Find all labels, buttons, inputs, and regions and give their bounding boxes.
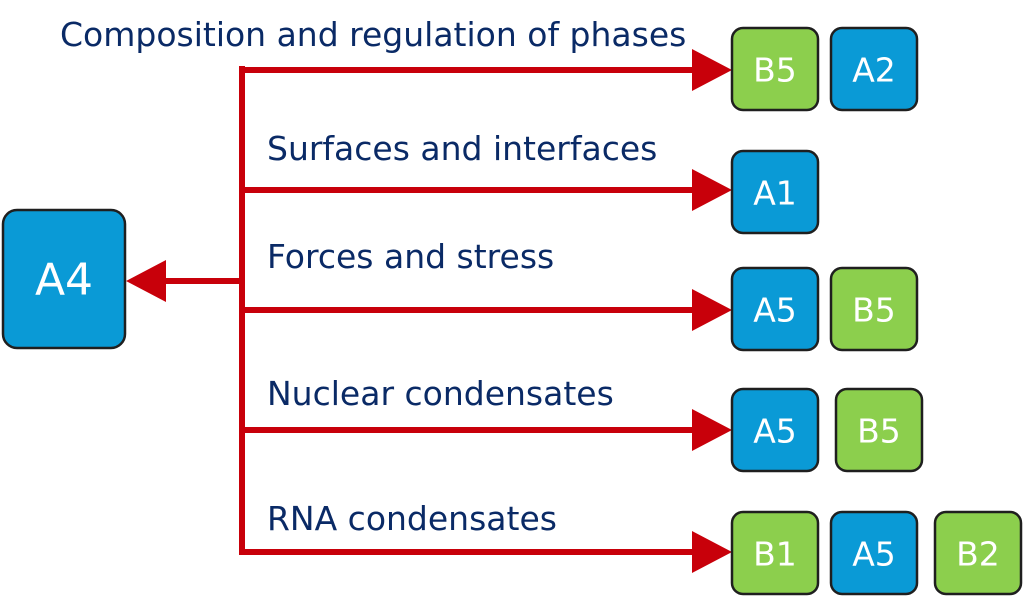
category-box: B5	[730, 26, 820, 112]
category-box: A5	[829, 510, 919, 596]
hub-node-box	[1, 208, 127, 350]
category-box-rect	[730, 26, 820, 112]
category-box: A5	[730, 266, 820, 352]
category-box-rect	[730, 510, 820, 596]
category-box-rect	[834, 387, 924, 473]
hub-node: A4	[1, 208, 127, 350]
category-box: B5	[834, 387, 924, 473]
category-box: B2	[933, 510, 1023, 596]
row-label: Nuclear condensates	[267, 374, 614, 413]
row-arrowhead	[692, 49, 732, 91]
category-box: A5	[730, 387, 820, 473]
row-label: Composition and regulation of phases	[60, 15, 686, 54]
category-box-rect	[730, 387, 820, 473]
category-box-rect	[829, 510, 919, 596]
category-box-label: B5	[852, 291, 896, 330]
row-arrowhead	[692, 409, 732, 451]
category-box-rect	[933, 510, 1023, 596]
category-box-label: A1	[753, 174, 797, 213]
row-arrowhead	[692, 289, 732, 331]
category-box-label: B2	[956, 535, 1000, 574]
category-box-label: B5	[857, 412, 901, 451]
category-box-label: A2	[852, 51, 896, 90]
category-box-label: B5	[753, 51, 797, 90]
row-arrowhead	[692, 169, 732, 211]
category-box: B1	[730, 510, 820, 596]
category-box-rect	[829, 266, 919, 352]
category-box-label: A5	[852, 535, 896, 574]
category-box-rect	[730, 149, 820, 235]
category-box-rect	[829, 26, 919, 112]
category-box: B5	[829, 266, 919, 352]
category-box-label: A5	[753, 291, 797, 330]
hub-arrowhead	[126, 260, 166, 302]
category-box: A1	[730, 149, 820, 235]
row-label: Surfaces and interfaces	[267, 129, 657, 168]
category-box-rect	[730, 266, 820, 352]
row-arrowhead	[692, 531, 732, 573]
hub-node-label: A4	[35, 255, 93, 306]
category-box-label: A5	[753, 412, 797, 451]
category-box-label: B1	[753, 535, 797, 574]
row-label: RNA condensates	[267, 499, 557, 538]
row-label: Forces and stress	[267, 237, 554, 276]
category-box: A2	[829, 26, 919, 112]
